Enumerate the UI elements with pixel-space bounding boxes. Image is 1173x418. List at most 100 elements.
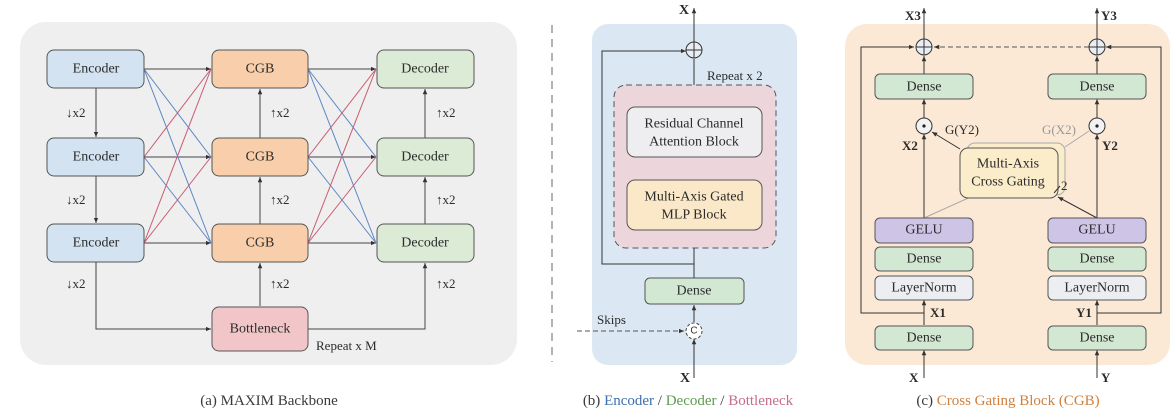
right-residual-line	[1097, 44, 1162, 314]
rcab-block: Residual Channel Attention Block	[626, 106, 763, 158]
decoder-block: Decoder	[376, 137, 475, 177]
decoder-block: Decoder	[376, 223, 475, 263]
dense-block: Dense	[644, 277, 745, 305]
caption-sep: /	[654, 393, 666, 409]
output-x-label: X	[679, 3, 689, 18]
residual-skip-line	[601, 48, 694, 265]
downsample-label: ↓x2	[66, 276, 86, 291]
magmlp-label-line2: MLP Block	[661, 208, 726, 223]
upsample-label: ↑x2	[270, 192, 290, 207]
conn-cgb3-dec1-red	[307, 68, 377, 244]
x2-to-cross-gating-line	[923, 194, 976, 219]
cross-gating-block: Multi-Axis Cross Gating 2	[959, 142, 1068, 199]
gate-gx2-line	[1064, 130, 1090, 148]
repeat-x2-label: Repeat x 2	[707, 68, 763, 83]
gate-gy2-line	[931, 131, 961, 150]
dense-label: Dense	[1080, 331, 1115, 346]
left-dense-bottom: Dense	[874, 325, 974, 351]
decoder-block: Decoder	[376, 49, 475, 89]
left-dense-top: Dense	[874, 73, 974, 100]
bottleneck-block: Bottleneck	[211, 306, 309, 352]
conn-enc3-cgb1-red	[143, 68, 212, 244]
input-x-label: X	[909, 370, 919, 385]
right-multiply-icon	[1088, 117, 1106, 135]
encoder-label: Encoder	[73, 62, 120, 77]
panel-c-caption: (c) Cross Gating Block (CGB)	[916, 393, 1099, 409]
caption-prefix: (b)	[583, 393, 604, 409]
encoder-label: Encoder	[73, 150, 120, 165]
left-layernorm: LayerNorm	[874, 275, 974, 301]
cgb-to-decoder-connections	[307, 66, 377, 246]
caption-encoder: Encoder	[604, 393, 654, 409]
decoder-label: Decoder	[401, 236, 449, 251]
left-multiply-icon	[915, 117, 933, 135]
repeat-m-label: Repeat x M	[316, 338, 377, 353]
conn-enc2-cgb1-red	[143, 68, 212, 158]
gate-gy2-label: G(Y2)	[945, 122, 979, 137]
panel-a-maxim-backbone: Encoder Encoder Encoder CGB CGB CGB Deco…	[20, 22, 517, 409]
dense-label: Dense	[1080, 252, 1115, 267]
encoder-block: Encoder	[46, 223, 145, 263]
magmlp-label-line1: Multi-Axis Gated	[644, 190, 743, 205]
caption-prefix: (c)	[916, 393, 936, 409]
arrow-enc3-bottleneck	[95, 262, 211, 332]
concat-symbol: C	[690, 326, 697, 337]
caption-bottleneck: Bottleneck	[728, 393, 793, 409]
cross-gating-count: 2	[1061, 178, 1068, 193]
dense-label: Dense	[907, 80, 942, 95]
input-x-label: X	[680, 371, 690, 386]
encoder-to-cgb-connections	[143, 66, 212, 246]
x2-label: X2	[902, 138, 918, 153]
left-add-icon	[915, 38, 933, 56]
y3-label: Y3	[1101, 8, 1117, 23]
cgb-label: CGB	[246, 236, 275, 251]
upsample-label: ↑x2	[436, 276, 456, 291]
cross-gating-label-line2: Cross Gating	[971, 175, 1045, 190]
dense-label: Dense	[907, 252, 942, 267]
bottleneck-label: Bottleneck	[230, 322, 291, 337]
arrow-bottleneck-dec3	[308, 263, 428, 330]
encoder-block: Encoder	[46, 49, 145, 89]
cgb-block: CGB	[211, 223, 309, 263]
panel-a-caption: (a) MAXIM Backbone	[200, 393, 338, 409]
cross-gating-label-line1: Multi-Axis	[977, 157, 1039, 172]
upsample-label: ↑x2	[270, 276, 290, 291]
x1-label: X1	[930, 305, 946, 320]
vertical-flow-arrows	[93, 88, 428, 332]
cgb-block: CGB	[211, 137, 309, 177]
multi-axis-gated-mlp-block: Multi-Axis Gated MLP Block	[626, 179, 763, 231]
y2-to-cross-gating-line	[1057, 196, 1098, 219]
conn-enc3-cgb2-red	[143, 156, 212, 244]
downsample-label: ↓x2	[66, 192, 86, 207]
encoder-block: Encoder	[46, 137, 145, 177]
upsample-label: ↑x2	[270, 105, 290, 120]
cgb-label: CGB	[246, 150, 275, 165]
gate-gx2-label: G(X2)	[1042, 122, 1076, 137]
rcab-label-line1: Residual Channel	[644, 117, 743, 132]
upsample-label: ↑x2	[436, 105, 456, 120]
downsample-label: ↓x2	[66, 105, 86, 120]
cgb-block: CGB	[211, 49, 309, 89]
x3-label: X3	[905, 8, 921, 23]
caption-cgb: Cross Gating Block (CGB)	[937, 393, 1100, 409]
gelu-label: GELU	[1078, 223, 1115, 238]
input-y-label: Y	[1101, 370, 1111, 385]
dense-label: Dense	[677, 284, 712, 299]
right-gelu: GELU	[1047, 217, 1147, 244]
left-residual-line	[860, 44, 924, 314]
rcab-label-line2: Attention Block	[649, 135, 739, 150]
cgb-label: CGB	[246, 62, 275, 77]
skips-label: Skips	[597, 312, 626, 327]
panel-c-cross-gating-block: Multi-Axis Cross Gating 2 Dense LayerNor…	[845, 8, 1170, 409]
caption-sep: /	[717, 393, 729, 409]
left-gelu: GELU	[874, 217, 974, 244]
panel-a-background	[20, 22, 517, 365]
right-dense-bottom: Dense	[1047, 325, 1147, 351]
right-add-icon	[1088, 38, 1106, 56]
y1-label: Y1	[1076, 305, 1092, 320]
right-dense-top: Dense	[1047, 73, 1147, 100]
left-dense-mid: Dense	[874, 246, 974, 272]
layernorm-label: LayerNorm	[1064, 281, 1129, 296]
dense-label: Dense	[1080, 80, 1115, 95]
